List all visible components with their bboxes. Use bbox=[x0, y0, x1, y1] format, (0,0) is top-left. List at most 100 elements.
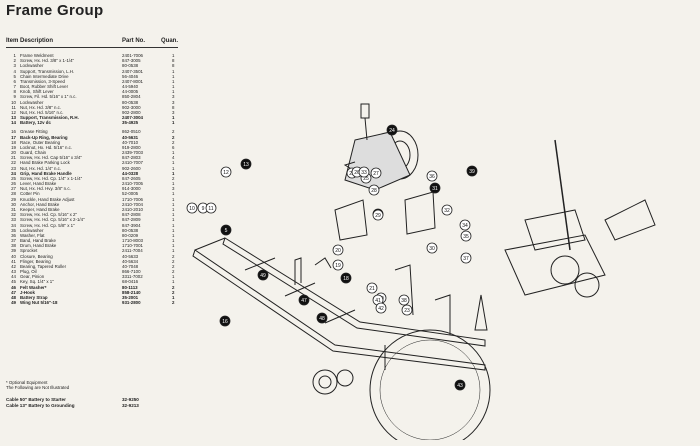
quantity: 1 bbox=[172, 160, 175, 166]
item-number: 25 bbox=[11, 175, 16, 181]
callout-27: 27 bbox=[370, 167, 382, 179]
callout-5: 5 bbox=[220, 224, 232, 236]
item-description: Screw, Fil. Hd. 5/16" x 1" n.c. bbox=[20, 94, 77, 100]
item-description: Guard, Chain bbox=[20, 150, 47, 156]
callout-19: 19 bbox=[332, 259, 344, 271]
svg-text:32: 32 bbox=[444, 208, 450, 214]
item-description: Chain Intermediate Drive bbox=[20, 73, 69, 79]
part-number: 2411-7004 bbox=[122, 248, 143, 254]
item-description: Screw, Hx. Hd. Cp. 1/4" x 1-1/4" bbox=[20, 175, 83, 181]
item-description: Screw, Hx. Hd. Cp. 5/8" x 1" bbox=[20, 222, 75, 228]
part-number: 847-2808 bbox=[122, 212, 141, 218]
item-number: 18 bbox=[11, 139, 16, 145]
item-number: 32 bbox=[11, 212, 16, 218]
callout-48: 48 bbox=[316, 312, 328, 324]
part-number: 40-7048 bbox=[122, 263, 139, 269]
svg-text:23: 23 bbox=[404, 308, 410, 314]
notes: * Optional Equipment The Following are N… bbox=[6, 380, 178, 391]
callout-12: 12 bbox=[220, 166, 232, 178]
callout-16: 16 bbox=[219, 315, 231, 327]
part-number: 931-2800 bbox=[122, 300, 141, 306]
quantity: 2 bbox=[172, 253, 175, 259]
header-rule bbox=[6, 47, 178, 48]
item-number: 28 bbox=[11, 191, 16, 197]
item-description: Nut, Hx. Hd. Hvy. 3/8" n.c. bbox=[20, 186, 71, 192]
part-number: 902-2600 bbox=[122, 165, 141, 171]
item-number: 40 bbox=[11, 253, 16, 259]
item-number: 38 bbox=[11, 243, 16, 249]
callout-42: 42 bbox=[375, 302, 387, 314]
svg-text:11: 11 bbox=[208, 206, 213, 212]
part-number: 40-5631 bbox=[122, 134, 139, 140]
item-number: 3 bbox=[13, 63, 16, 69]
item-number: 1 bbox=[13, 53, 16, 58]
svg-text:20: 20 bbox=[335, 248, 341, 254]
quantity: 8 bbox=[172, 104, 175, 110]
part-number: 2407-3501 bbox=[122, 68, 143, 74]
quantity: 2 bbox=[172, 134, 175, 140]
part-number: 847-3904 bbox=[122, 222, 141, 228]
part-number: 847-2809 bbox=[122, 217, 141, 223]
svg-text:48: 48 bbox=[319, 316, 325, 322]
svg-text:26: 26 bbox=[354, 170, 360, 176]
item-description: Screw, Hx. Hd. Cp. 5/16" x 2" bbox=[20, 212, 78, 218]
item-number: 11 bbox=[11, 104, 16, 110]
quantity: 2 bbox=[172, 263, 175, 269]
quantity: 1 bbox=[172, 274, 175, 280]
part-number: 914-3000 bbox=[122, 186, 141, 192]
svg-text:16: 16 bbox=[222, 319, 228, 325]
callout-24: 24 bbox=[386, 124, 398, 136]
quantity: 1 bbox=[172, 206, 175, 212]
item-number: 12 bbox=[11, 109, 16, 115]
quantity: 1 bbox=[172, 279, 175, 285]
quantity: 1 bbox=[172, 212, 175, 218]
callout-28: 28 bbox=[368, 184, 380, 196]
item-description: Wing Nut 5/16"-18 bbox=[20, 300, 58, 306]
svg-text:33: 33 bbox=[361, 170, 367, 176]
part-number: 3311-7002 bbox=[122, 274, 143, 280]
item-description: Anchor, Hand Brake bbox=[20, 201, 60, 207]
part-number: 2407-8001 bbox=[122, 78, 143, 84]
quantity: 2 bbox=[172, 258, 175, 264]
quantity: 1 bbox=[172, 170, 175, 176]
callout-43: 43 bbox=[454, 379, 466, 391]
quantity: 3 bbox=[172, 109, 175, 115]
item-number: 7 bbox=[13, 84, 16, 90]
svg-text:36: 36 bbox=[429, 174, 435, 180]
part-number: 1710-7006 bbox=[122, 196, 143, 202]
part-number: 2410-2010 bbox=[122, 206, 143, 212]
part-number: 858-2140 bbox=[122, 289, 141, 295]
part-number: 902-3000 bbox=[122, 104, 141, 110]
item-number: 2 bbox=[13, 58, 16, 64]
quantity: 1 bbox=[172, 222, 175, 228]
optional-equipment-note: * Optional Equipment bbox=[6, 380, 48, 385]
header-item-description: Item Description bbox=[6, 38, 54, 44]
part-number: 847-2803 bbox=[122, 155, 141, 161]
part-number: 80-0209 bbox=[122, 232, 139, 238]
svg-text:27: 27 bbox=[373, 171, 379, 177]
item-number: 22 bbox=[11, 160, 16, 166]
item-description: Transmission, 3-Speed bbox=[20, 78, 65, 84]
item-number: 21 bbox=[11, 155, 16, 161]
quantity: 1 bbox=[172, 294, 175, 300]
callout-11: 11 bbox=[205, 202, 217, 214]
quantity: 1 bbox=[172, 238, 175, 244]
callout-49: 49 bbox=[257, 269, 269, 281]
item-number: 36 bbox=[11, 232, 16, 238]
